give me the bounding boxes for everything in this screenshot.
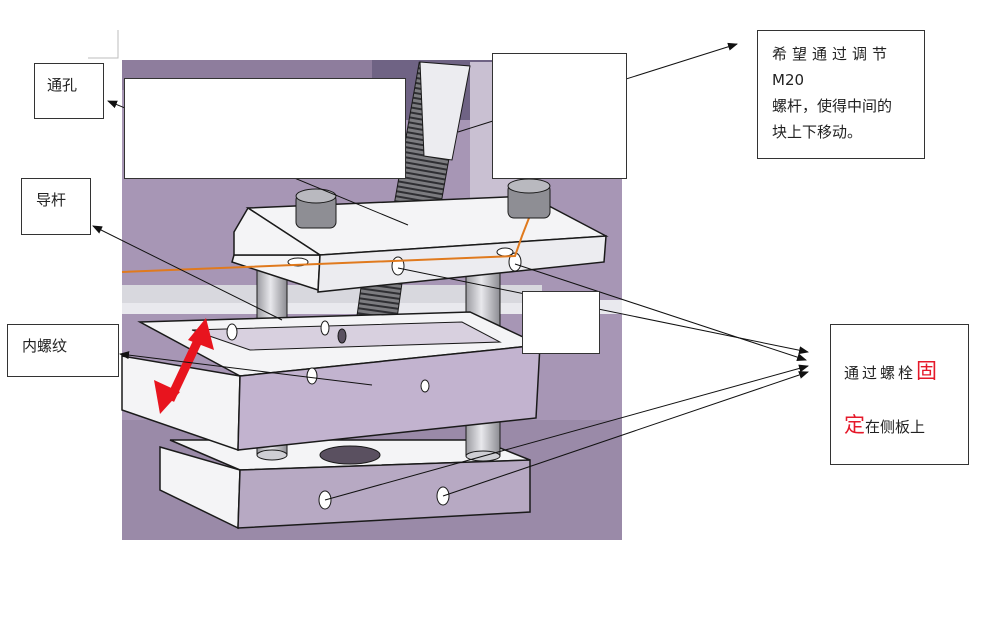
label-internal-thread: 内螺纹 <box>22 337 68 355</box>
blank-box-top-right <box>492 53 627 179</box>
crop-mark <box>88 30 119 59</box>
bolt-note-red-2: 定 <box>844 413 865 437</box>
adjust-note-line1: 希望通过调节 <box>772 45 893 63</box>
screw-head <box>419 61 471 161</box>
bolt-note-suffix: 在侧板上 <box>865 418 926 436</box>
label-guide-rod: 导杆 <box>36 191 67 209</box>
label-through-hole: 通孔 <box>47 76 78 94</box>
callout-internal-thread: 内螺纹 <box>7 324 119 377</box>
bolt-note-prefix: 通过螺栓 <box>844 364 917 382</box>
adjust-note-line2: M20 <box>772 71 805 89</box>
middle-block <box>121 311 543 452</box>
adjust-note-line4: 块上下移动。 <box>772 123 863 141</box>
callout-through-hole: 通孔 <box>34 63 104 119</box>
bottom-plate <box>159 439 531 530</box>
callout-bolt-note: 通过螺栓固 定在侧板上 <box>830 324 969 465</box>
blank-box-middle <box>522 291 600 354</box>
double-arrow <box>154 318 214 414</box>
blank-box-top <box>124 78 406 179</box>
callout-adjust-note: 希望通过调节 M20 螺杆，使得中间的 块上下移动。 <box>757 30 925 159</box>
top-bolts <box>295 178 551 229</box>
adjust-note-line3: 螺杆，使得中间的 <box>772 97 893 115</box>
bolt-note-red-1: 固 <box>916 359 938 383</box>
callout-guide-rod: 导杆 <box>21 178 91 235</box>
